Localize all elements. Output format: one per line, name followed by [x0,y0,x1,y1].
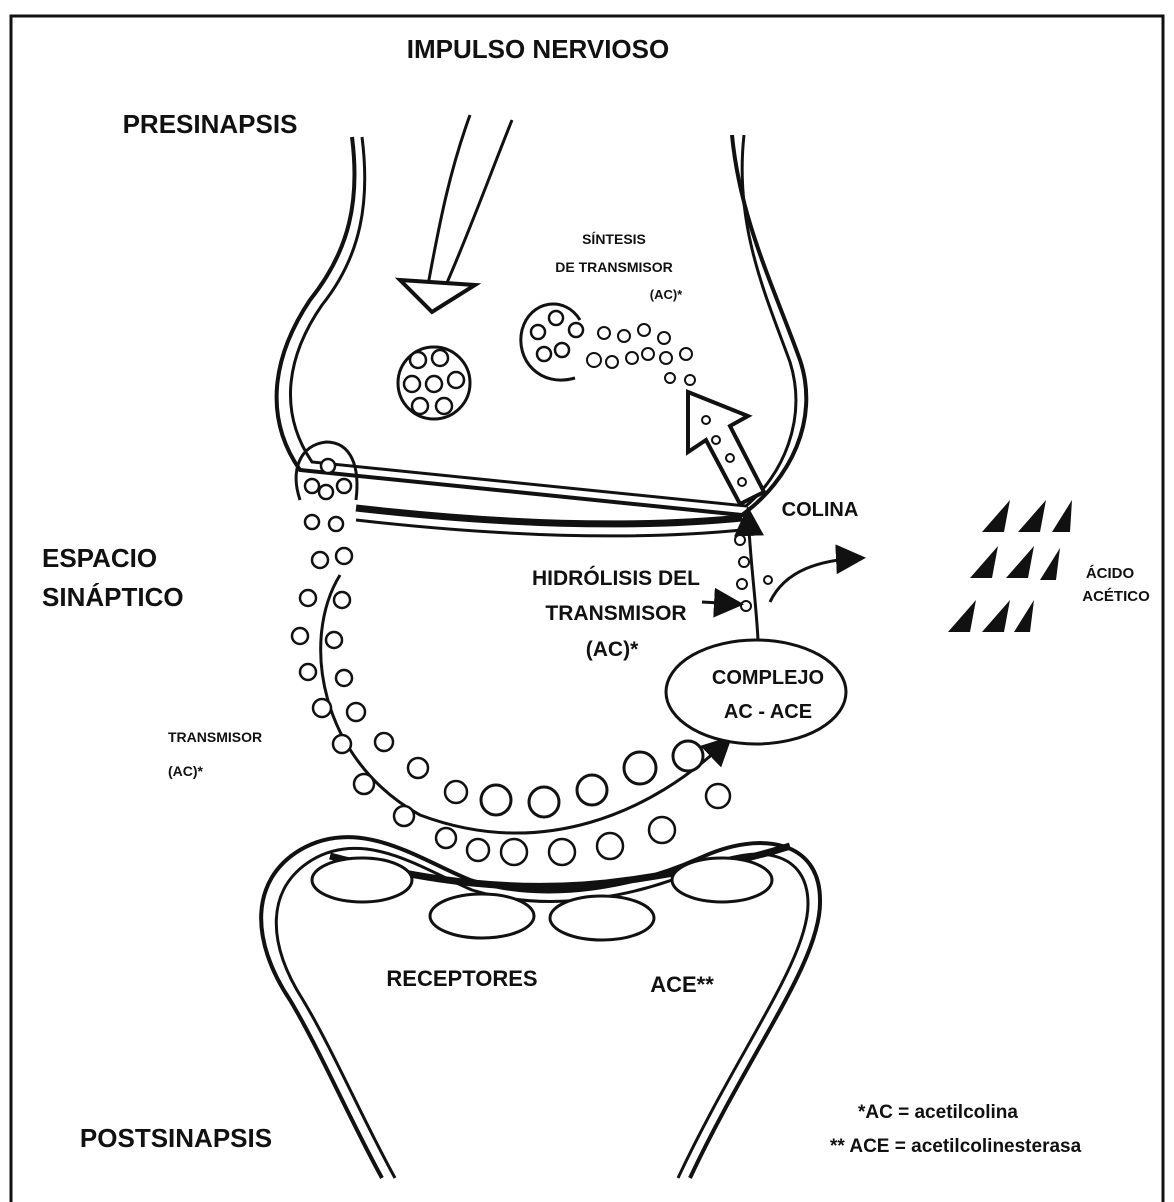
label-espacio-line1: ESPACIO [42,543,157,573]
synaptic-vesicle [398,347,470,419]
label-hidrolisis-line3: (AC)* [586,638,639,661]
receptor-2 [430,894,534,938]
label-sintesis-line2: DE TRANSMISOR [555,259,672,275]
hydrolysis-pointer-arrow [702,602,738,604]
synthesis-vesicle [521,304,583,380]
acetic-acid-molecules [948,500,1072,632]
legend-line-ace: ** ACE = acetilcolinesterasa [830,1136,1082,1157]
receptor-3 [550,896,654,940]
label-hidrolisis-line2: TRANSMISOR [545,602,686,625]
label-postsinapsis: POSTSINAPSIS [80,1123,272,1153]
receptors [312,858,772,940]
label-acido-line1: ÁCIDO [1086,565,1135,582]
nerve-impulse-arrow [400,115,512,312]
label-complejo-line1: COMPLEJO [712,667,824,689]
label-espacio-line2: SINÁPTICO [42,582,184,612]
presynaptic-membrane [356,508,742,536]
label-ace: ACE** [650,972,714,997]
label-hidrolisis-line1: HIDRÓLISIS DEL [532,566,700,590]
label-transmisor-line1: TRANSMISOR [168,729,262,745]
label-acido-line2: ACÉTICO [1082,588,1150,605]
label-transmisor-line2: (AC)* [168,763,204,779]
receptor-4 [672,858,772,902]
impulse-arrowhead [400,280,475,312]
diagram-title: IMPULSO NERVIOSO [407,34,669,64]
label-presinapsis: PRESINAPSIS [123,109,298,139]
label-receptores: RECEPTORES [386,966,537,991]
receptor-1 [312,858,412,902]
ac-ace-complex [666,640,846,744]
label-sintesis-line1: SÍNTESIS [582,231,646,247]
choline-reuptake-arrow [688,392,764,504]
label-complejo-line2: AC - ACE [724,701,812,723]
label-colina: COLINA [782,499,859,521]
acetic-acid-arrow [770,558,860,602]
legend-line-ac: *AC = acetilcolina [858,1102,1018,1123]
label-sintesis-line3: (AC)* [650,287,683,302]
synthesis-molecules [587,324,695,385]
